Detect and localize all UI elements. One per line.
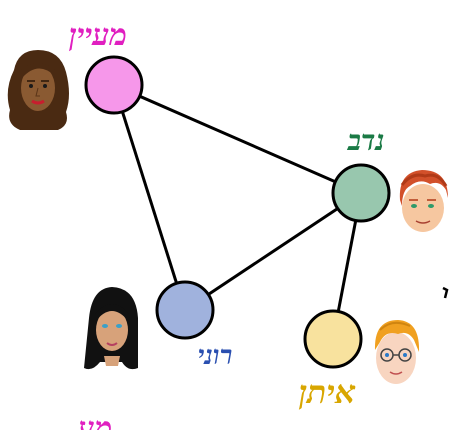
- label-roni: רוני: [198, 341, 233, 371]
- portrait-nadav-icon: [399, 170, 448, 232]
- graph-edges: [112, 83, 363, 340]
- label-itan: איתן: [299, 373, 356, 411]
- node-roni[interactable]: [155, 280, 215, 340]
- edge-roni-nadav: [184, 191, 362, 312]
- partial-label: מע: [77, 411, 113, 430]
- label-nadav: נדב: [346, 124, 384, 157]
- node-ayin[interactable]: [84, 55, 144, 115]
- edge-ayin-nadav: [113, 83, 362, 195]
- node-itan[interactable]: [303, 309, 363, 369]
- portrait-roni-icon: [84, 287, 138, 370]
- edge-ayin-roni: [112, 84, 187, 311]
- label-ayin: מעיין: [69, 18, 127, 53]
- portrait-ayin-icon: [7, 50, 69, 130]
- portrait-itan-icon: [374, 320, 420, 384]
- edge-fragment-mark: [442, 286, 449, 299]
- node-nadav[interactable]: [331, 163, 391, 223]
